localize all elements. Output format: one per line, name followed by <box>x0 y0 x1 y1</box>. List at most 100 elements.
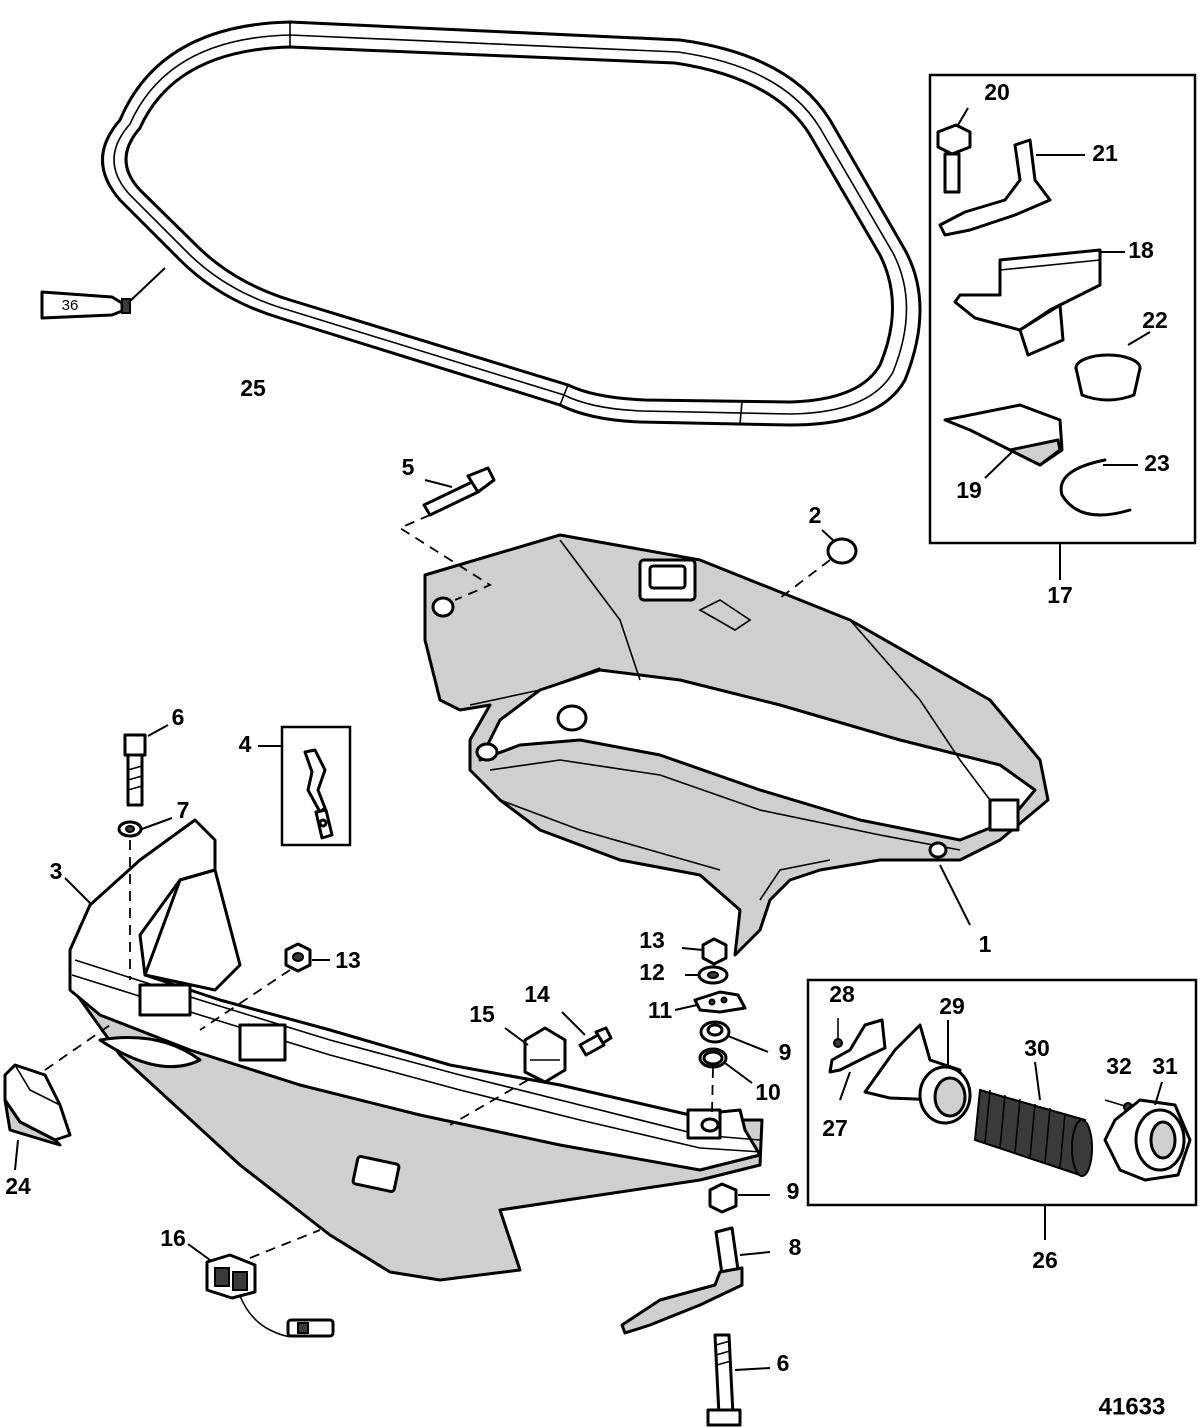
sealant-tube-label: 36 <box>62 297 79 314</box>
callout-8: 8 <box>789 1234 802 1260</box>
bolt-6b <box>706 1333 742 1427</box>
leader-20 <box>957 107 969 126</box>
side-cover-24 <box>3 1063 72 1147</box>
callout-6b: 6 <box>777 1350 790 1376</box>
figure-number: 41633 <box>1099 1393 1166 1420</box>
callout-5: 5 <box>402 454 415 480</box>
nut-13b <box>701 937 728 966</box>
callout-7: 7 <box>177 797 190 823</box>
leader-16 <box>187 1243 211 1261</box>
leader-2 <box>821 529 836 543</box>
bolt-6a <box>123 733 147 807</box>
top-bolt <box>422 466 496 517</box>
callout-27: 27 <box>822 1115 848 1141</box>
dash-switch-16 <box>249 1229 321 1259</box>
kit-box-26 <box>806 978 1198 1207</box>
leader-31 <box>1154 1081 1163 1106</box>
callout-19: 19 <box>956 477 982 503</box>
leader-13b <box>681 947 704 951</box>
dash-stack <box>711 1067 714 1113</box>
top-cowl <box>423 533 1050 957</box>
bracket-27 <box>828 1018 887 1074</box>
callout-24: 24 <box>5 1173 31 1199</box>
clip-23 <box>1059 458 1132 517</box>
leader-5 <box>424 479 453 488</box>
callout-13b: 13 <box>639 927 665 953</box>
leader-24 <box>14 1139 19 1171</box>
dash-plug <box>779 559 831 599</box>
sleeve-22 <box>1074 353 1142 402</box>
nut-9b <box>708 1182 738 1214</box>
deflector-19 <box>943 403 1064 467</box>
bracket-15 <box>523 1026 567 1084</box>
callout-28: 28 <box>829 981 855 1007</box>
hose-30 <box>973 1088 1093 1177</box>
callout-16: 16 <box>160 1225 186 1251</box>
callout-22: 22 <box>1142 307 1168 333</box>
handle-8 <box>620 1226 744 1335</box>
leader-10 <box>724 1062 753 1084</box>
callout-29: 29 <box>939 993 965 1019</box>
callout-13a: 13 <box>335 947 361 973</box>
callout-20: 20 <box>984 79 1010 105</box>
callout-6a: 6 <box>172 704 185 730</box>
leader-9a <box>727 1035 769 1053</box>
nut-13a <box>284 942 312 973</box>
dash-nut-13a <box>199 969 291 1031</box>
bracket-21 <box>938 138 1052 237</box>
callout-4: 4 <box>239 731 252 757</box>
latch-kit <box>280 725 352 847</box>
plate-11 <box>693 990 747 1014</box>
leader-6a <box>147 724 169 737</box>
kit-box-17 <box>928 73 1197 545</box>
callout-14: 14 <box>524 981 550 1007</box>
leader-30 <box>1034 1061 1041 1101</box>
callout-1: 1 <box>979 931 992 957</box>
leader-8 <box>739 1251 771 1256</box>
top-cowl-seal <box>101 20 922 427</box>
bottom-cowl <box>68 818 764 1282</box>
callout-9a: 9 <box>779 1039 792 1065</box>
leader-7 <box>141 817 173 830</box>
leader-22 <box>1127 331 1151 346</box>
callout-10: 10 <box>755 1079 781 1105</box>
duct-29 <box>863 1023 972 1125</box>
screw-14 <box>578 1026 613 1057</box>
leader-3 <box>64 877 93 906</box>
leader-6b <box>734 1367 771 1371</box>
callout-26: 26 <box>1032 1247 1058 1273</box>
leader-1 <box>939 864 971 926</box>
callout-32: 32 <box>1106 1053 1132 1079</box>
cowl-plug <box>826 537 858 565</box>
leader-15 <box>504 1027 529 1046</box>
bolt-20 <box>936 123 972 194</box>
screw-28 <box>833 1018 843 1048</box>
callout-12: 12 <box>639 959 665 985</box>
leader-19 <box>984 451 1013 479</box>
callout-11: 11 <box>648 997 673 1023</box>
deflector-18 <box>953 248 1102 357</box>
fitting-31 <box>1103 1098 1192 1182</box>
callout-30: 30 <box>1024 1035 1050 1061</box>
switch-16 <box>205 1253 335 1338</box>
leader-27 <box>839 1071 851 1101</box>
dash-bolt <box>398 514 492 601</box>
dash-bracket-15 <box>449 1079 529 1126</box>
callout-3: 3 <box>50 858 63 884</box>
callout-31: 31 <box>1152 1053 1178 1079</box>
leader-11 <box>674 1004 698 1011</box>
callout-21: 21 <box>1092 140 1118 166</box>
callout-9b: 9 <box>787 1178 800 1204</box>
callout-15: 15 <box>469 1001 495 1027</box>
callout-18: 18 <box>1128 237 1154 263</box>
callout-23: 23 <box>1144 450 1170 476</box>
callout-2: 2 <box>809 502 822 528</box>
leader-tube <box>127 267 166 304</box>
callout-25: 25 <box>240 375 266 401</box>
dash-cover-24 <box>44 1024 111 1071</box>
sealant-tube: 36 <box>40 290 131 320</box>
leader-14 <box>561 1011 586 1036</box>
callout-17: 17 <box>1047 582 1073 608</box>
